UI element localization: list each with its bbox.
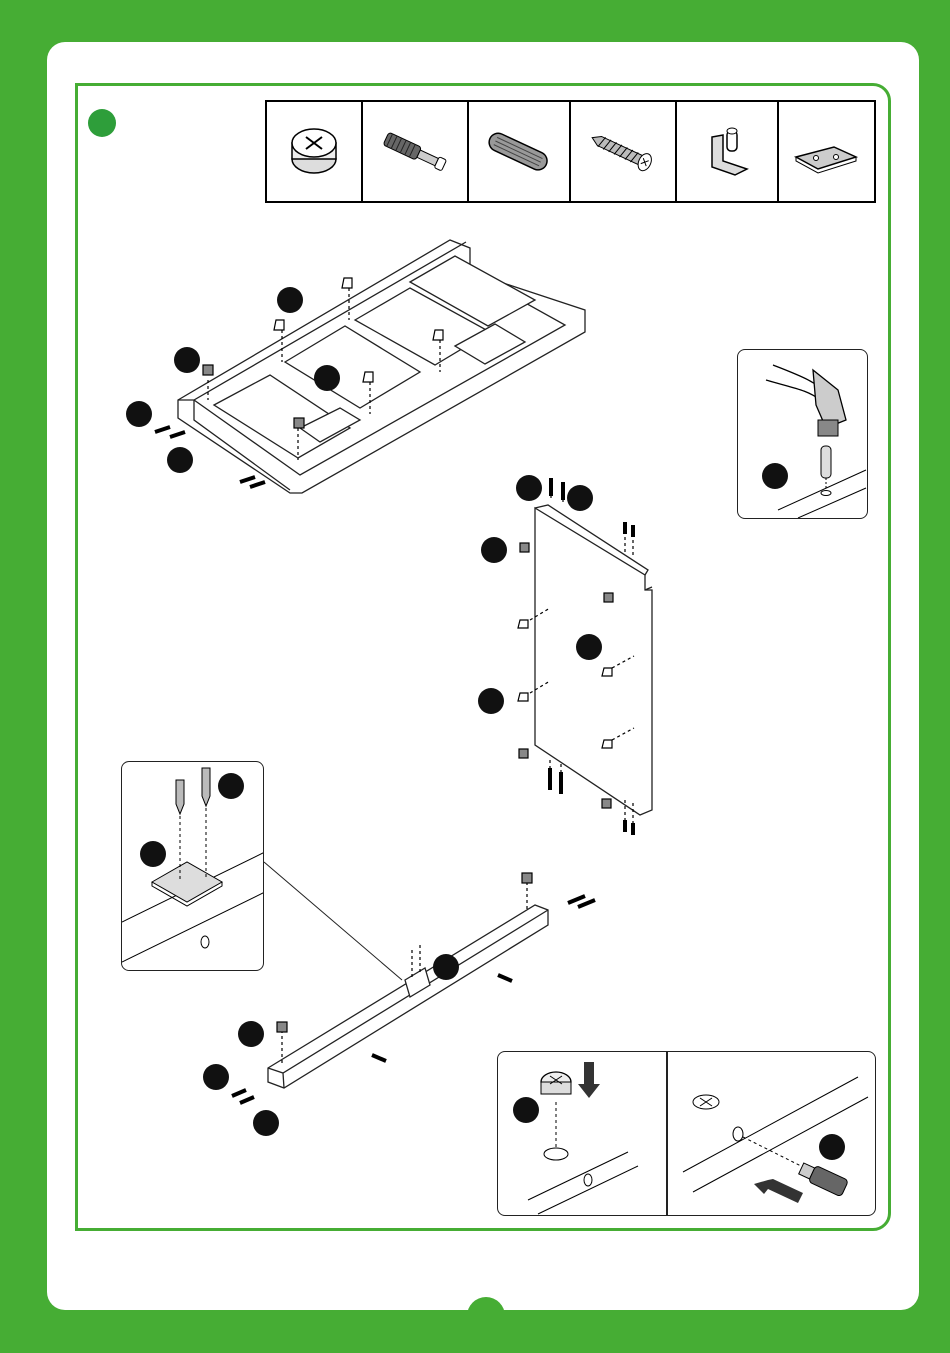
down-arrow-icon xyxy=(578,1062,600,1098)
callout-badge xyxy=(567,485,593,511)
detail-leader-line xyxy=(264,862,402,980)
mounting-plate-illustration xyxy=(122,762,264,971)
callout-badge xyxy=(277,287,303,313)
top-frame-assembly xyxy=(178,240,585,493)
side-panel-assembly xyxy=(535,505,652,815)
callout-badge xyxy=(203,1064,229,1090)
callout-badge xyxy=(238,1021,264,1047)
callout-badge xyxy=(576,634,602,660)
callout-badge xyxy=(174,347,200,373)
callout-badge xyxy=(433,954,459,980)
mounting-plate-screw-detail xyxy=(121,761,264,971)
callout-badge xyxy=(516,475,542,501)
callout-badge xyxy=(126,401,152,427)
callout-badge xyxy=(478,688,504,714)
hammer-dowel-detail xyxy=(737,349,868,519)
left-arrow-icon xyxy=(754,1179,803,1203)
cam-insertion-illustration xyxy=(498,1052,876,1216)
cam-lock-insertion-detail xyxy=(497,1051,876,1216)
screw-icon xyxy=(176,780,184,814)
hammer-icon xyxy=(813,370,846,428)
callout-badge xyxy=(314,365,340,391)
screw-icon xyxy=(202,768,210,806)
callout-badge xyxy=(481,537,507,563)
callout-badge xyxy=(167,447,193,473)
cam-bolt-icon xyxy=(797,1160,848,1197)
callout-badge xyxy=(253,1110,279,1136)
dowel-icon xyxy=(821,446,831,478)
hammer-dowel-illustration xyxy=(738,350,868,519)
